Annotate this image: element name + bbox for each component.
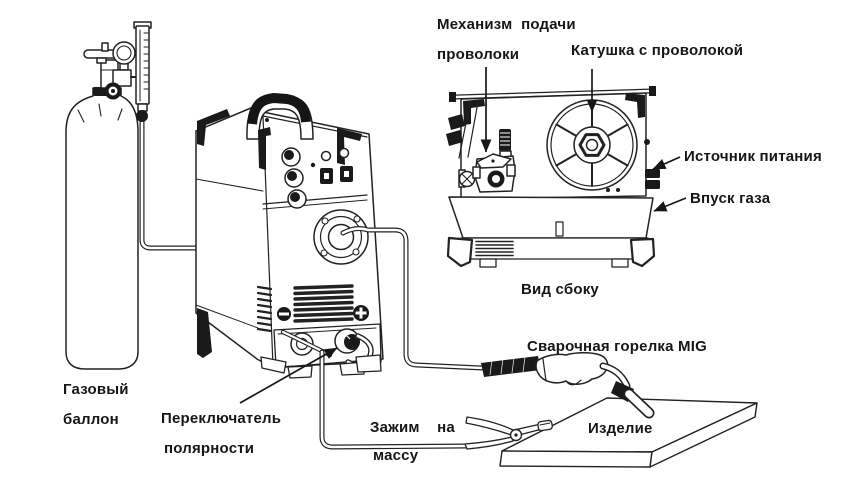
welder-front-drawing xyxy=(195,92,384,379)
flowmeter xyxy=(130,21,152,122)
wire-spool xyxy=(546,99,638,191)
label-gas-inlet: Впуск газа xyxy=(690,190,771,207)
label-workpiece: Изделие xyxy=(588,420,653,437)
torch-drawing xyxy=(340,226,655,419)
ground-clamp-drawing xyxy=(319,349,553,450)
label-power-source: Источник питания xyxy=(684,148,822,165)
minus-symbol xyxy=(277,307,291,321)
gas-hose xyxy=(139,115,206,251)
plus-symbol xyxy=(353,305,369,321)
label-ground-clamp-line1: Зажим на xyxy=(370,419,455,436)
torch-handle xyxy=(535,352,609,385)
carry-handle xyxy=(246,92,314,140)
wire-feed-mechanism xyxy=(458,129,516,193)
vent-grille xyxy=(256,284,354,333)
label-side-view: Вид сбоку xyxy=(521,281,599,298)
gas-cylinder-drawing xyxy=(65,21,152,370)
label-polarity-line1: Переключатель xyxy=(161,410,282,427)
welder-side-drawing xyxy=(446,86,660,268)
arrow-gas-inlet xyxy=(653,197,687,212)
torch-connector-socket xyxy=(313,209,369,265)
label-gas-cylinder-line1: Газовый xyxy=(63,381,129,398)
label-ground-clamp-line2: массу xyxy=(373,447,419,464)
label-polarity-line2: полярности xyxy=(164,440,255,457)
panel-switches xyxy=(320,166,353,184)
side-base xyxy=(446,196,656,268)
arrow-power-source xyxy=(652,156,681,170)
arrow-polarity-switch xyxy=(239,347,338,404)
torch-strain-relief xyxy=(481,356,541,377)
power-connector xyxy=(644,139,660,189)
label-wire-feed-line1: Механизм подачи xyxy=(437,16,576,33)
workpiece-drawing xyxy=(499,397,758,468)
label-gas-cylinder-line2: баллон xyxy=(63,411,119,428)
label-wire-spool: Катушка с проволокой xyxy=(571,42,744,59)
control-knobs xyxy=(281,147,307,209)
indicator-lights xyxy=(320,147,350,162)
pressure-gauge xyxy=(112,41,136,71)
regulator-knob xyxy=(104,82,122,100)
label-mig-torch: Сварочная горелка MIG xyxy=(527,338,707,355)
callout-arrows xyxy=(239,67,687,404)
label-wire-feed-line2: проволоки xyxy=(437,46,520,63)
